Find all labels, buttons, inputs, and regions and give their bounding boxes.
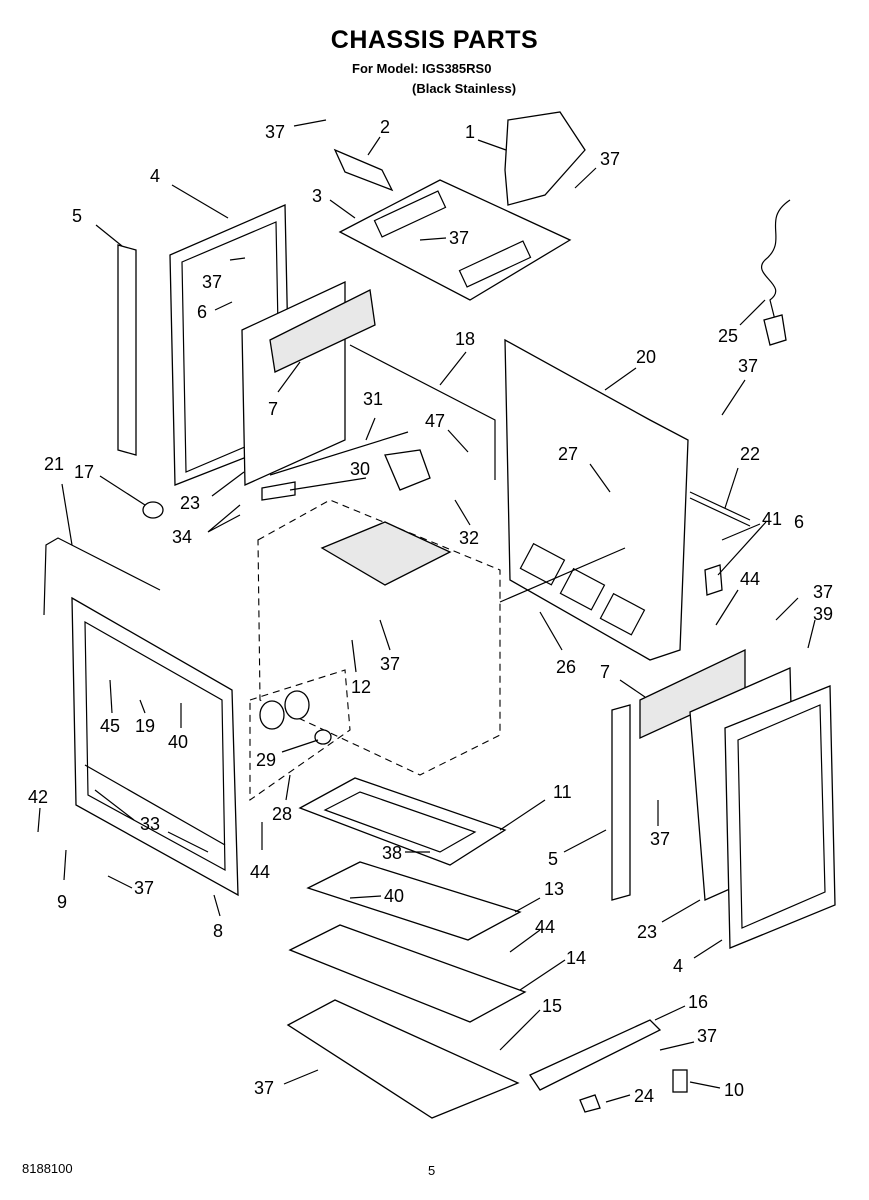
drawer-liner — [306, 861, 522, 941]
page-title: CHASSIS PARTS — [330, 26, 539, 54]
callout: 13 — [544, 879, 564, 899]
rear-strip — [689, 491, 751, 527]
ignition-wire — [43, 537, 161, 616]
callout: 31 — [363, 389, 383, 409]
callout: 44 — [740, 569, 760, 589]
cap — [142, 501, 164, 519]
callout: 38 — [382, 843, 402, 863]
callout: 44 — [535, 917, 555, 937]
callout: 7 — [268, 399, 278, 419]
callout: 47 — [425, 411, 445, 431]
callout: 32 — [459, 528, 479, 548]
leader-lines — [37, 119, 816, 1103]
callout: 42 — [28, 787, 48, 807]
callout: 37 — [380, 654, 400, 674]
callout: 26 — [556, 657, 576, 677]
callout: 29 — [256, 750, 276, 770]
callout: 37 — [600, 149, 620, 169]
callout: 37 — [813, 582, 833, 602]
callout: 37 — [650, 829, 670, 849]
callout: 16 — [688, 992, 708, 1012]
drawer-rail — [529, 1019, 662, 1091]
callout: 8 — [213, 921, 223, 941]
callout: 28 — [272, 804, 292, 824]
side-panel-right — [724, 685, 836, 949]
callout: 17 — [74, 462, 94, 482]
clip — [579, 1094, 601, 1113]
callout: 37 — [449, 228, 469, 248]
power-cord — [761, 199, 791, 321]
callout: 37 — [265, 122, 285, 142]
burner-group — [249, 669, 351, 802]
page-number: 5 — [428, 1163, 436, 1178]
callout: 4 — [673, 956, 683, 976]
model-number: For Model: IGS385RS0 — [352, 61, 492, 76]
callout: 40 — [384, 886, 404, 906]
callout: 34 — [172, 527, 192, 547]
callout: 18 — [455, 329, 475, 349]
callout: 1 — [465, 122, 475, 142]
front-frame — [71, 596, 239, 897]
oven-cavity — [257, 499, 501, 776]
burner-opening — [373, 190, 447, 238]
callout: 37 — [202, 272, 222, 292]
callout: 25 — [718, 326, 738, 346]
side-trim-left — [117, 244, 137, 456]
model-variant: (Black Stainless) — [412, 81, 517, 96]
callout: 21 — [44, 454, 64, 474]
callout: 2 — [380, 117, 390, 137]
callout: 39 — [813, 604, 833, 624]
callout: 40 — [168, 732, 188, 752]
callout: 9 — [57, 892, 67, 912]
callout: 6 — [197, 302, 207, 322]
callout: 44 — [250, 862, 270, 882]
callout: 23 — [637, 922, 657, 942]
callout: 23 — [180, 493, 200, 513]
side-trim-right — [611, 704, 631, 901]
vent-duct — [504, 111, 586, 206]
document-number: 8188100 — [22, 1161, 73, 1176]
oven-gasket — [349, 344, 496, 480]
callout: 6 — [794, 512, 804, 532]
part-drawings — [43, 111, 836, 1119]
callout: 37 — [134, 878, 154, 898]
callout: 4 — [150, 166, 160, 186]
callout: 5 — [548, 849, 558, 869]
callout: 37 — [697, 1026, 717, 1046]
burner-opening — [458, 240, 532, 288]
callout: 30 — [350, 459, 370, 479]
bottom-panel — [286, 999, 520, 1119]
rear-panel — [504, 338, 689, 661]
callout: 22 — [740, 444, 760, 464]
callout: 12 — [351, 677, 371, 697]
callout: 5 — [72, 206, 82, 226]
callout: 10 — [724, 1080, 744, 1100]
callout: 20 — [636, 347, 656, 367]
callout: 3 — [312, 186, 322, 206]
broil-pan — [298, 777, 507, 866]
storage-drawer — [288, 924, 527, 1023]
callout: 37 — [738, 356, 758, 376]
callout: 19 — [135, 716, 155, 736]
callout: 7 — [600, 662, 610, 682]
callout: 41 — [762, 509, 782, 529]
callout: 24 — [634, 1086, 654, 1106]
callout: 37 — [254, 1078, 274, 1098]
leveling-leg — [672, 1069, 688, 1093]
top-bracket — [333, 148, 394, 192]
callout: 15 — [542, 996, 562, 1016]
callout: 45 — [100, 716, 120, 736]
callout-labels: 37 2 1 37 4 5 3 37 6 37 7 18 20 25 37 31… — [28, 117, 833, 1106]
valve-assembly — [384, 449, 431, 491]
callout: 33 — [140, 814, 160, 834]
callout: 14 — [566, 948, 586, 968]
callout: 27 — [558, 444, 578, 464]
callout: 11 — [553, 782, 572, 802]
